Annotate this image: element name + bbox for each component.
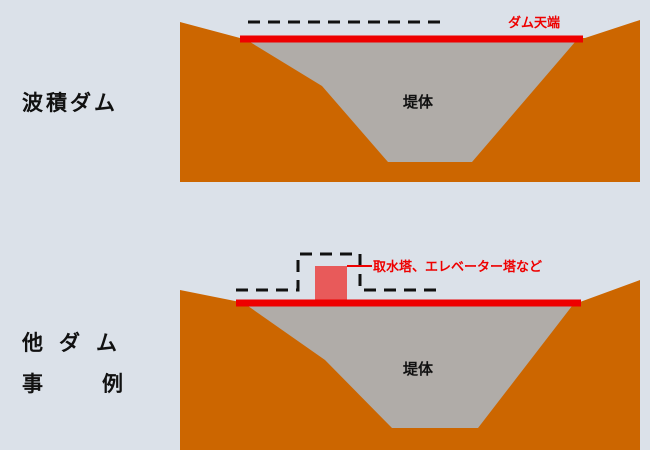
row-label-other-dams-char2: 例 [102, 372, 126, 396]
top-dam-diagram: ダム天端 堤体 [180, 15, 640, 182]
top-crest-label: ダム天端 [508, 15, 560, 31]
row-label-other-dams-line2: 事例 [22, 368, 126, 398]
row-label-nami-seki-dam: 波積ダム [22, 91, 118, 115]
tower-callout-label: 取水塔、エレベーター塔など [373, 259, 542, 275]
row-label-other-dams-char1: 事 [22, 372, 46, 396]
bottom-dam-body [248, 306, 572, 428]
bottom-dam-body-label: 堤体 [403, 360, 434, 378]
top-dam-body [250, 42, 575, 162]
intake-tower-block [315, 266, 347, 301]
tower-dashed-outline [236, 252, 440, 292]
top-dam-body-label: 堤体 [403, 93, 434, 111]
bottom-dam-diagram: 取水塔、エレベーター塔など 堤体 [180, 252, 640, 450]
row-label-other-dams-line1: 他ダム [22, 331, 133, 355]
